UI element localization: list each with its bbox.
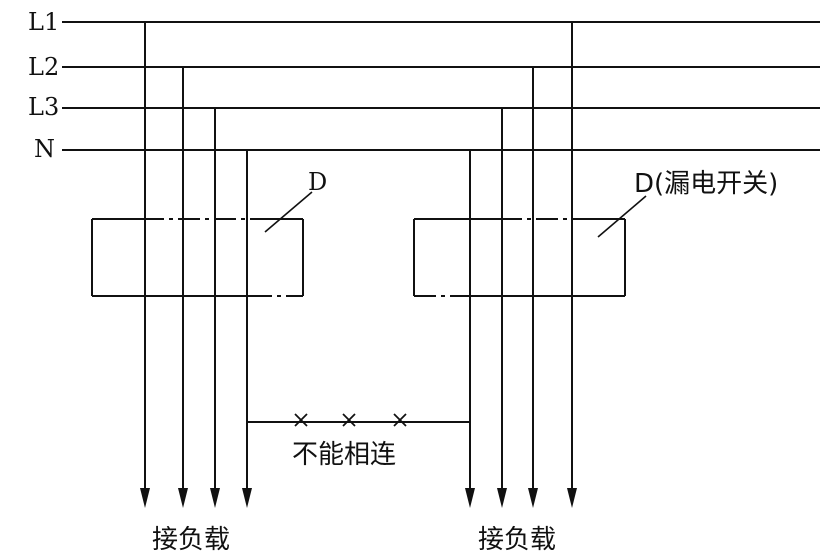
left-load-label: 接负载	[152, 525, 230, 555]
right-load-label: 接负载	[478, 525, 556, 555]
right-leakage-switch	[413, 218, 626, 297]
line-label-l1: L1	[28, 8, 59, 36]
right-load-arrows	[465, 488, 577, 508]
left-leakage-switch	[91, 218, 304, 297]
line-label-n: N	[34, 135, 55, 163]
right-device-leader	[597, 195, 647, 238]
right-device-label: D(漏电开关)	[634, 169, 778, 199]
line-label-l3: L3	[28, 93, 59, 121]
left-device-label: D	[308, 168, 327, 196]
left-device-leader	[264, 191, 313, 233]
prohibited-cross-marks	[294, 413, 407, 427]
bridge-note: 不能相连	[292, 440, 396, 470]
line-label-l2: L2	[28, 53, 59, 81]
left-load-arrows	[140, 488, 252, 508]
